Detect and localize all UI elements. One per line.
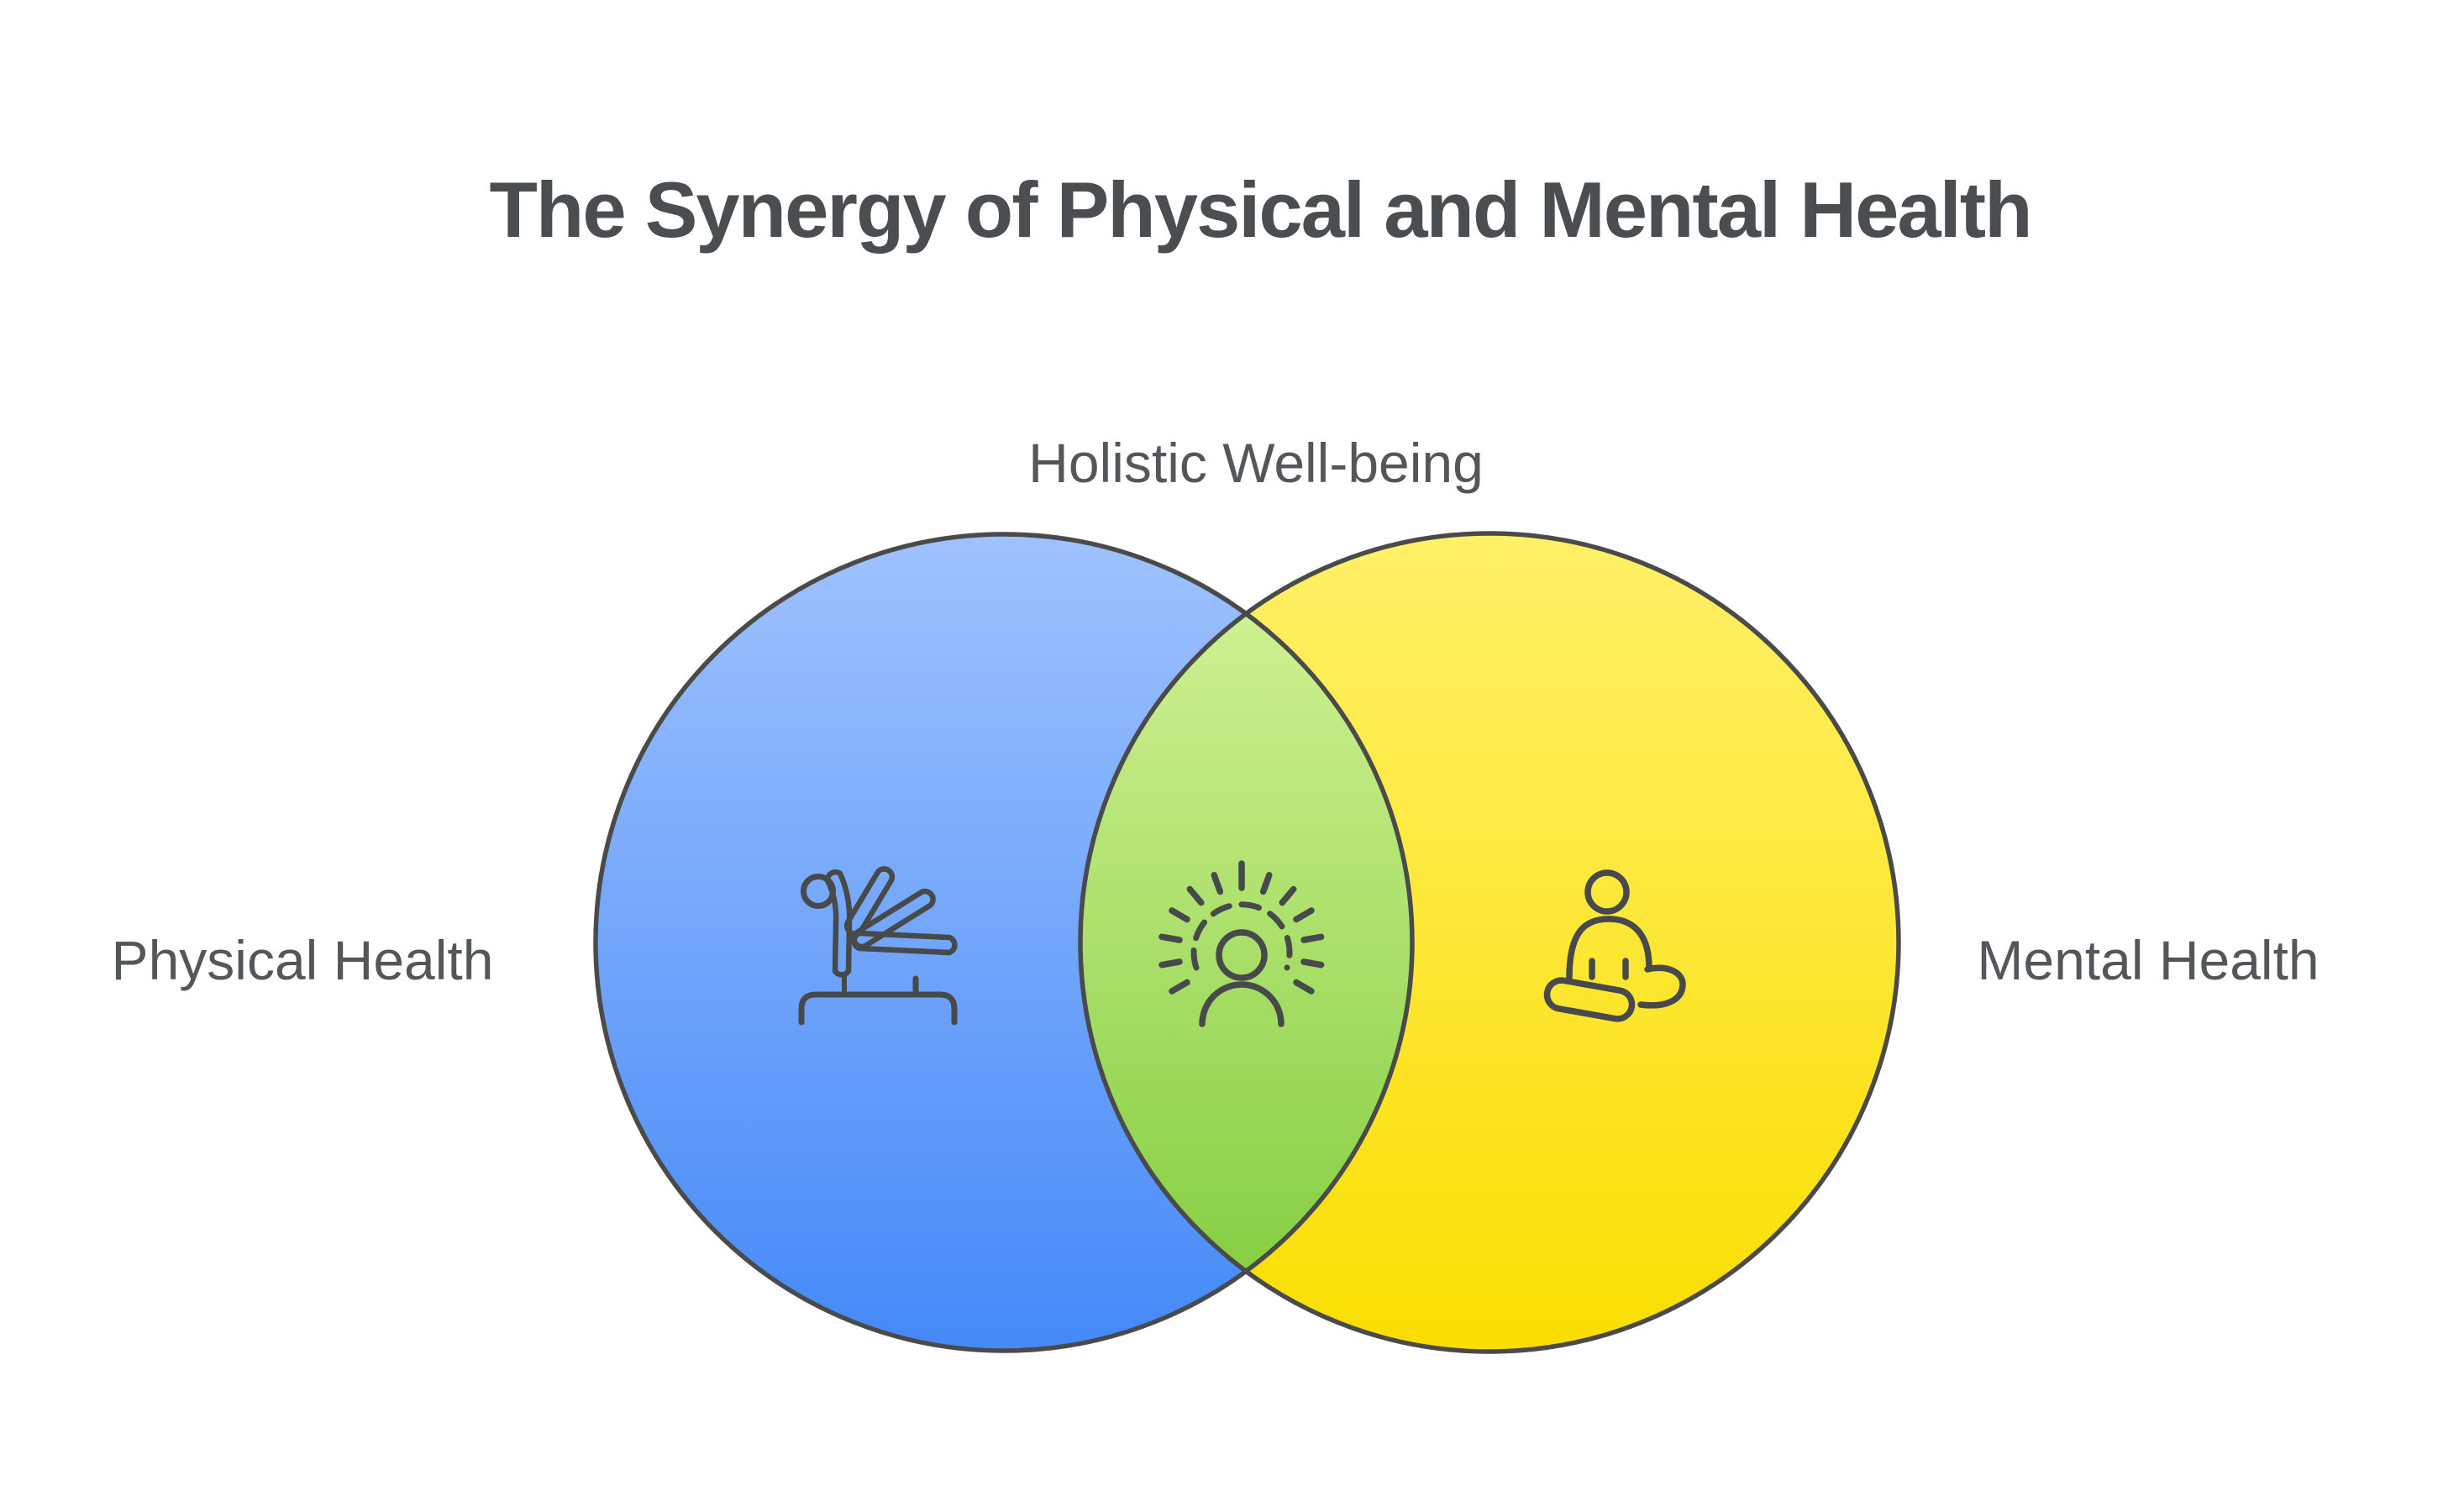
intersection-region <box>1080 534 1412 1351</box>
page-title: The Synergy of Physical and Mental Healt… <box>489 165 2032 254</box>
radiant-person-icon <box>1158 860 1325 1027</box>
circle-mental-outline <box>1078 531 1901 1354</box>
label-physical-health: Physical Health <box>111 929 494 991</box>
label-holistic-wellbeing: Holistic Well-being <box>1028 432 1484 494</box>
meditation-person-icon <box>1543 869 1686 1022</box>
label-mental-health: Mental Health <box>1977 929 2320 991</box>
circle-physical-outline <box>593 532 1415 1353</box>
exercise-bench-icon <box>798 866 958 1026</box>
